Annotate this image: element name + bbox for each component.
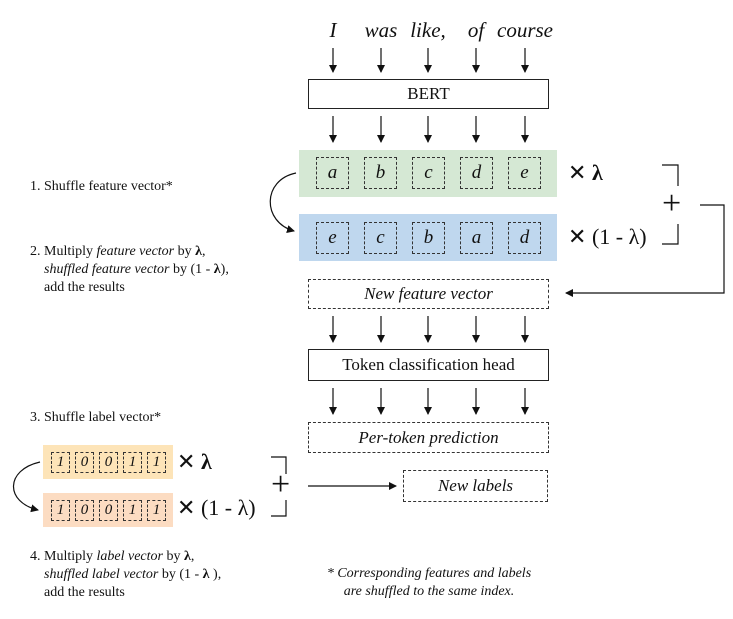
note-step4: 4. Multiply label vector by λ, shuffled … — [30, 548, 221, 602]
note-text: λ — [202, 567, 210, 582]
feature-cell: e — [508, 157, 541, 189]
times-icon: ✕ — [568, 224, 587, 249]
note-text: λ — [184, 549, 191, 564]
note-text: add the results — [44, 585, 125, 600]
label-cell: 1 — [123, 452, 142, 473]
note-text: ), — [209, 567, 222, 582]
note-step2: 2. Multiply feature vector by λ, shuffle… — [30, 243, 229, 297]
label-bracket-top — [271, 456, 287, 474]
new-labels-box: New labels — [403, 470, 548, 502]
times-one-minus-lambda-feature: ✕ (1 - λ) — [568, 224, 647, 250]
bert-box: BERT — [308, 79, 549, 109]
note-text: 2. Multiply — [30, 244, 97, 259]
shuffled-label-cell: 1 — [147, 500, 166, 521]
bracket-top — [662, 164, 679, 186]
times-icon: ✕ — [177, 449, 196, 474]
footnote-line: are shuffled to the same index. — [343, 584, 515, 599]
per-token-prediction-label: Per-token prediction — [358, 427, 499, 447]
new-feature-vector-box: New feature vector — [308, 279, 549, 309]
one-minus-lambda: (1 - λ) — [591, 224, 647, 249]
token-head-label: Token classification head — [342, 355, 515, 374]
label-cell: 0 — [75, 452, 94, 473]
new-feature-vector-label: New feature vector — [364, 284, 493, 303]
note-text: by — [163, 549, 184, 564]
label-vector-band — [43, 445, 173, 479]
shuffled-label-cell: 1 — [123, 500, 142, 521]
note-text: shuffled feature vector — [44, 262, 170, 277]
plus-icon: + — [271, 466, 291, 503]
plus-icon: + — [662, 185, 682, 222]
note-text: by (1 - — [169, 262, 214, 277]
token-classification-head-box: Token classification head — [308, 349, 549, 381]
label-bracket-bottom — [271, 500, 287, 517]
footnote-line: * Corresponding features and labels — [326, 566, 532, 581]
note-text: λ — [213, 262, 221, 277]
label-cell: 0 — [99, 452, 118, 473]
note-text: add the results — [44, 280, 125, 295]
note-text: by — [174, 244, 196, 259]
token-2: was — [364, 18, 398, 42]
bert-label: BERT — [407, 84, 450, 103]
arrow-sum-to-new-feature — [565, 204, 725, 297]
shuffled-feature-cell: e — [316, 222, 349, 254]
note-step3: 3. Shuffle label vector* — [30, 410, 162, 425]
times-lambda-label: ✕ λ — [177, 449, 212, 475]
shuffled-feature-cell: c — [364, 222, 397, 254]
token-3: like, — [410, 18, 446, 42]
one-minus-lambda: (1 - λ) — [200, 495, 256, 520]
shuffled-label-cell: 0 — [75, 500, 94, 521]
lambda-symbol: λ — [591, 160, 603, 185]
shuffled-label-cell: 1 — [51, 500, 70, 521]
bracket-bottom — [662, 224, 679, 245]
curve-shuffle-features — [269, 172, 297, 233]
feature-cell: d — [460, 157, 493, 189]
footnote: * Corresponding features and labels are … — [300, 565, 558, 601]
feature-cell: c — [412, 157, 445, 189]
feature-cell: b — [364, 157, 397, 189]
note-text: label vector — [96, 549, 163, 564]
note-text: by (1 - — [158, 567, 203, 582]
shuffled-feature-cell: b — [412, 222, 445, 254]
times-icon: ✕ — [177, 495, 196, 520]
lambda-symbol: λ — [200, 449, 212, 474]
note-step1: 1. Shuffle feature vector* — [30, 179, 173, 194]
note-text: shuffled label vector — [44, 567, 159, 582]
note-text: feature vector — [96, 244, 175, 259]
note-text: , — [190, 549, 195, 564]
shuffled-label-vector-band — [43, 493, 173, 527]
times-one-minus-lambda-label: ✕ (1 - λ) — [177, 495, 256, 521]
label-cell: 1 — [51, 452, 70, 473]
new-labels-label: New labels — [437, 476, 514, 495]
note-text: λ — [195, 244, 203, 259]
times-icon: ✕ — [568, 160, 587, 185]
note-text: ), — [220, 262, 229, 277]
times-lambda-feature: ✕ λ — [568, 160, 603, 186]
shuffled-feature-cell: d — [508, 222, 541, 254]
token-5: course — [497, 18, 553, 42]
shuffled-feature-cell: a — [460, 222, 493, 254]
note-text: , — [202, 244, 206, 259]
note-text: 4. Multiply — [30, 549, 97, 564]
token-1: I — [329, 18, 337, 42]
curve-shuffle-labels — [13, 461, 41, 513]
token-4: of — [467, 18, 485, 42]
shuffled-label-cell: 0 — [99, 500, 118, 521]
label-cell: 1 — [147, 452, 166, 473]
per-token-prediction-box: Per-token prediction — [308, 422, 549, 453]
feature-cell: a — [316, 157, 349, 189]
